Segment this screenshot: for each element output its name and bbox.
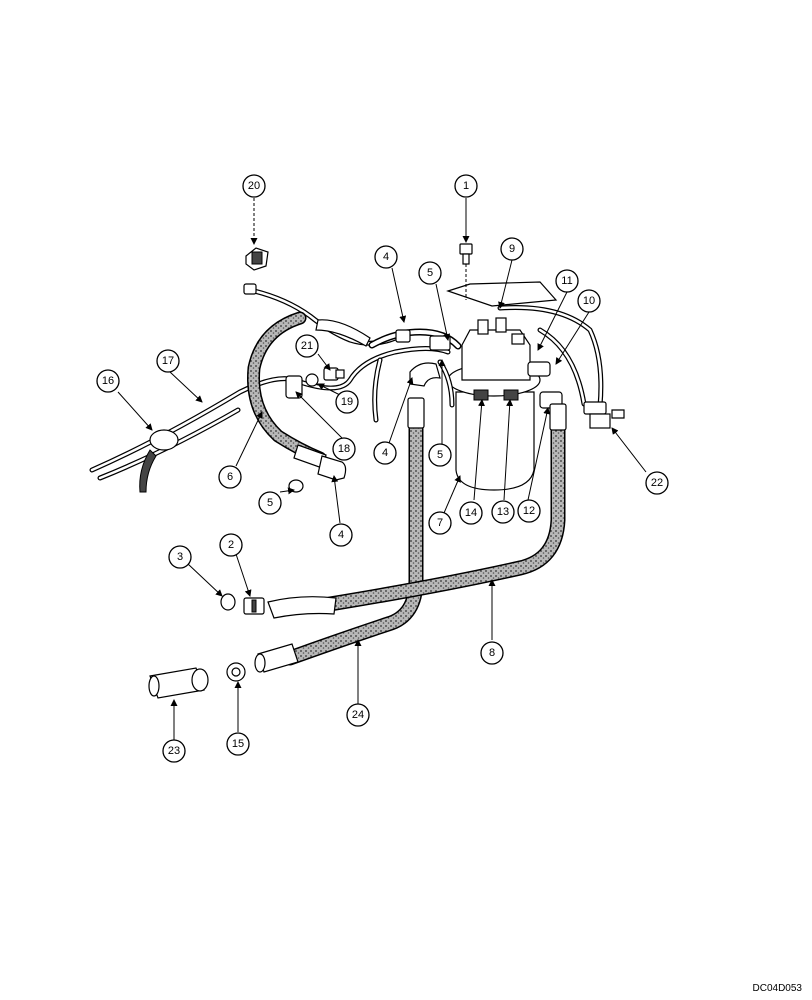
drawing-code: DC04D053 <box>752 983 802 994</box>
callout-24: 24 <box>346 703 370 727</box>
fuel-filter-assembly <box>446 281 563 491</box>
hose-8 <box>267 403 567 619</box>
callout-13: 13 <box>491 500 515 524</box>
elbow-fitting-4 <box>317 455 347 481</box>
mounting-bracket <box>446 281 558 307</box>
callout-label: 15 <box>232 738 244 750</box>
callout-label: 5 <box>267 497 273 509</box>
callout-9: 9 <box>500 237 524 261</box>
callout-label: 6 <box>227 471 233 483</box>
callout-label: 9 <box>509 243 515 255</box>
clip-18 <box>285 375 303 399</box>
callout-label: 16 <box>102 375 114 387</box>
callout-label: 5 <box>427 267 433 279</box>
connector-22 <box>589 413 611 429</box>
fitting-14 <box>473 389 489 401</box>
callout-21: 21 <box>295 334 319 358</box>
hose-8-end-fitting <box>267 596 337 619</box>
fitting-21 <box>323 367 345 381</box>
callout-12: 12 <box>517 499 541 523</box>
sensor-20 <box>245 247 269 271</box>
callout-label: 20 <box>248 180 260 192</box>
callout-label: 21 <box>301 340 313 352</box>
callout-label: 19 <box>341 396 353 408</box>
callout-5-top: 5 <box>418 261 442 285</box>
callout-2: 2 <box>219 533 243 557</box>
callout-18: 18 <box>332 437 356 461</box>
callout-label: 22 <box>651 477 663 489</box>
callout-7: 7 <box>428 511 452 535</box>
callout-4-top: 4 <box>374 245 398 269</box>
callout-label: 8 <box>489 647 495 659</box>
callout-label: 18 <box>338 443 350 455</box>
callout-label: 13 <box>497 506 509 518</box>
callout-19: 19 <box>335 390 359 414</box>
bolt-1 <box>459 243 473 265</box>
callout-label: 17 <box>162 355 174 367</box>
callout-14: 14 <box>459 501 483 525</box>
callout-label: 5 <box>437 449 443 461</box>
callout-label: 4 <box>383 251 389 263</box>
elbow-fitting-center <box>409 362 441 387</box>
callout-label: 11 <box>561 275 572 287</box>
clamp-16 <box>139 429 179 493</box>
callout-16: 16 <box>96 369 120 393</box>
callout-label: 23 <box>168 745 180 757</box>
callout-5-left: 5 <box>258 491 282 515</box>
callout-label: 3 <box>177 551 183 563</box>
callout-3: 3 <box>168 545 192 569</box>
callout-15: 15 <box>226 732 250 756</box>
callout-4-left: 4 <box>329 523 353 547</box>
o-ring-3 <box>220 593 236 611</box>
callout-23: 23 <box>162 739 186 763</box>
callout-17: 17 <box>156 349 180 373</box>
callout-label: 7 <box>437 517 443 529</box>
callout-5-center: 5 <box>428 443 452 467</box>
callout-label: 4 <box>338 529 344 541</box>
callout-4-center: 4 <box>373 441 397 465</box>
callout-20: 20 <box>242 174 266 198</box>
callout-label: 2 <box>228 539 234 551</box>
elbow-23 <box>148 667 209 699</box>
callout-6: 6 <box>218 465 242 489</box>
leader-lines <box>117 198 647 740</box>
adapter-2 <box>243 597 265 615</box>
callout-10: 10 <box>577 289 601 313</box>
callout-11: 11 <box>555 269 579 293</box>
callout-label: 12 <box>523 505 535 517</box>
filter-bowl <box>455 391 535 491</box>
callout-label: 24 <box>352 709 364 721</box>
callout-8: 8 <box>480 641 504 665</box>
fitting-13 <box>503 389 519 401</box>
callout-label: 4 <box>382 447 388 459</box>
washer-19 <box>305 373 319 387</box>
callout-22: 22 <box>645 471 669 495</box>
lines-to-22 <box>497 305 625 429</box>
hose-6 <box>247 311 347 481</box>
callout-1: 1 <box>454 174 478 198</box>
adapter-15 <box>226 662 246 682</box>
callout-label: 10 <box>583 295 595 307</box>
callout-label: 1 <box>463 180 469 192</box>
callout-label: 14 <box>465 507 477 519</box>
